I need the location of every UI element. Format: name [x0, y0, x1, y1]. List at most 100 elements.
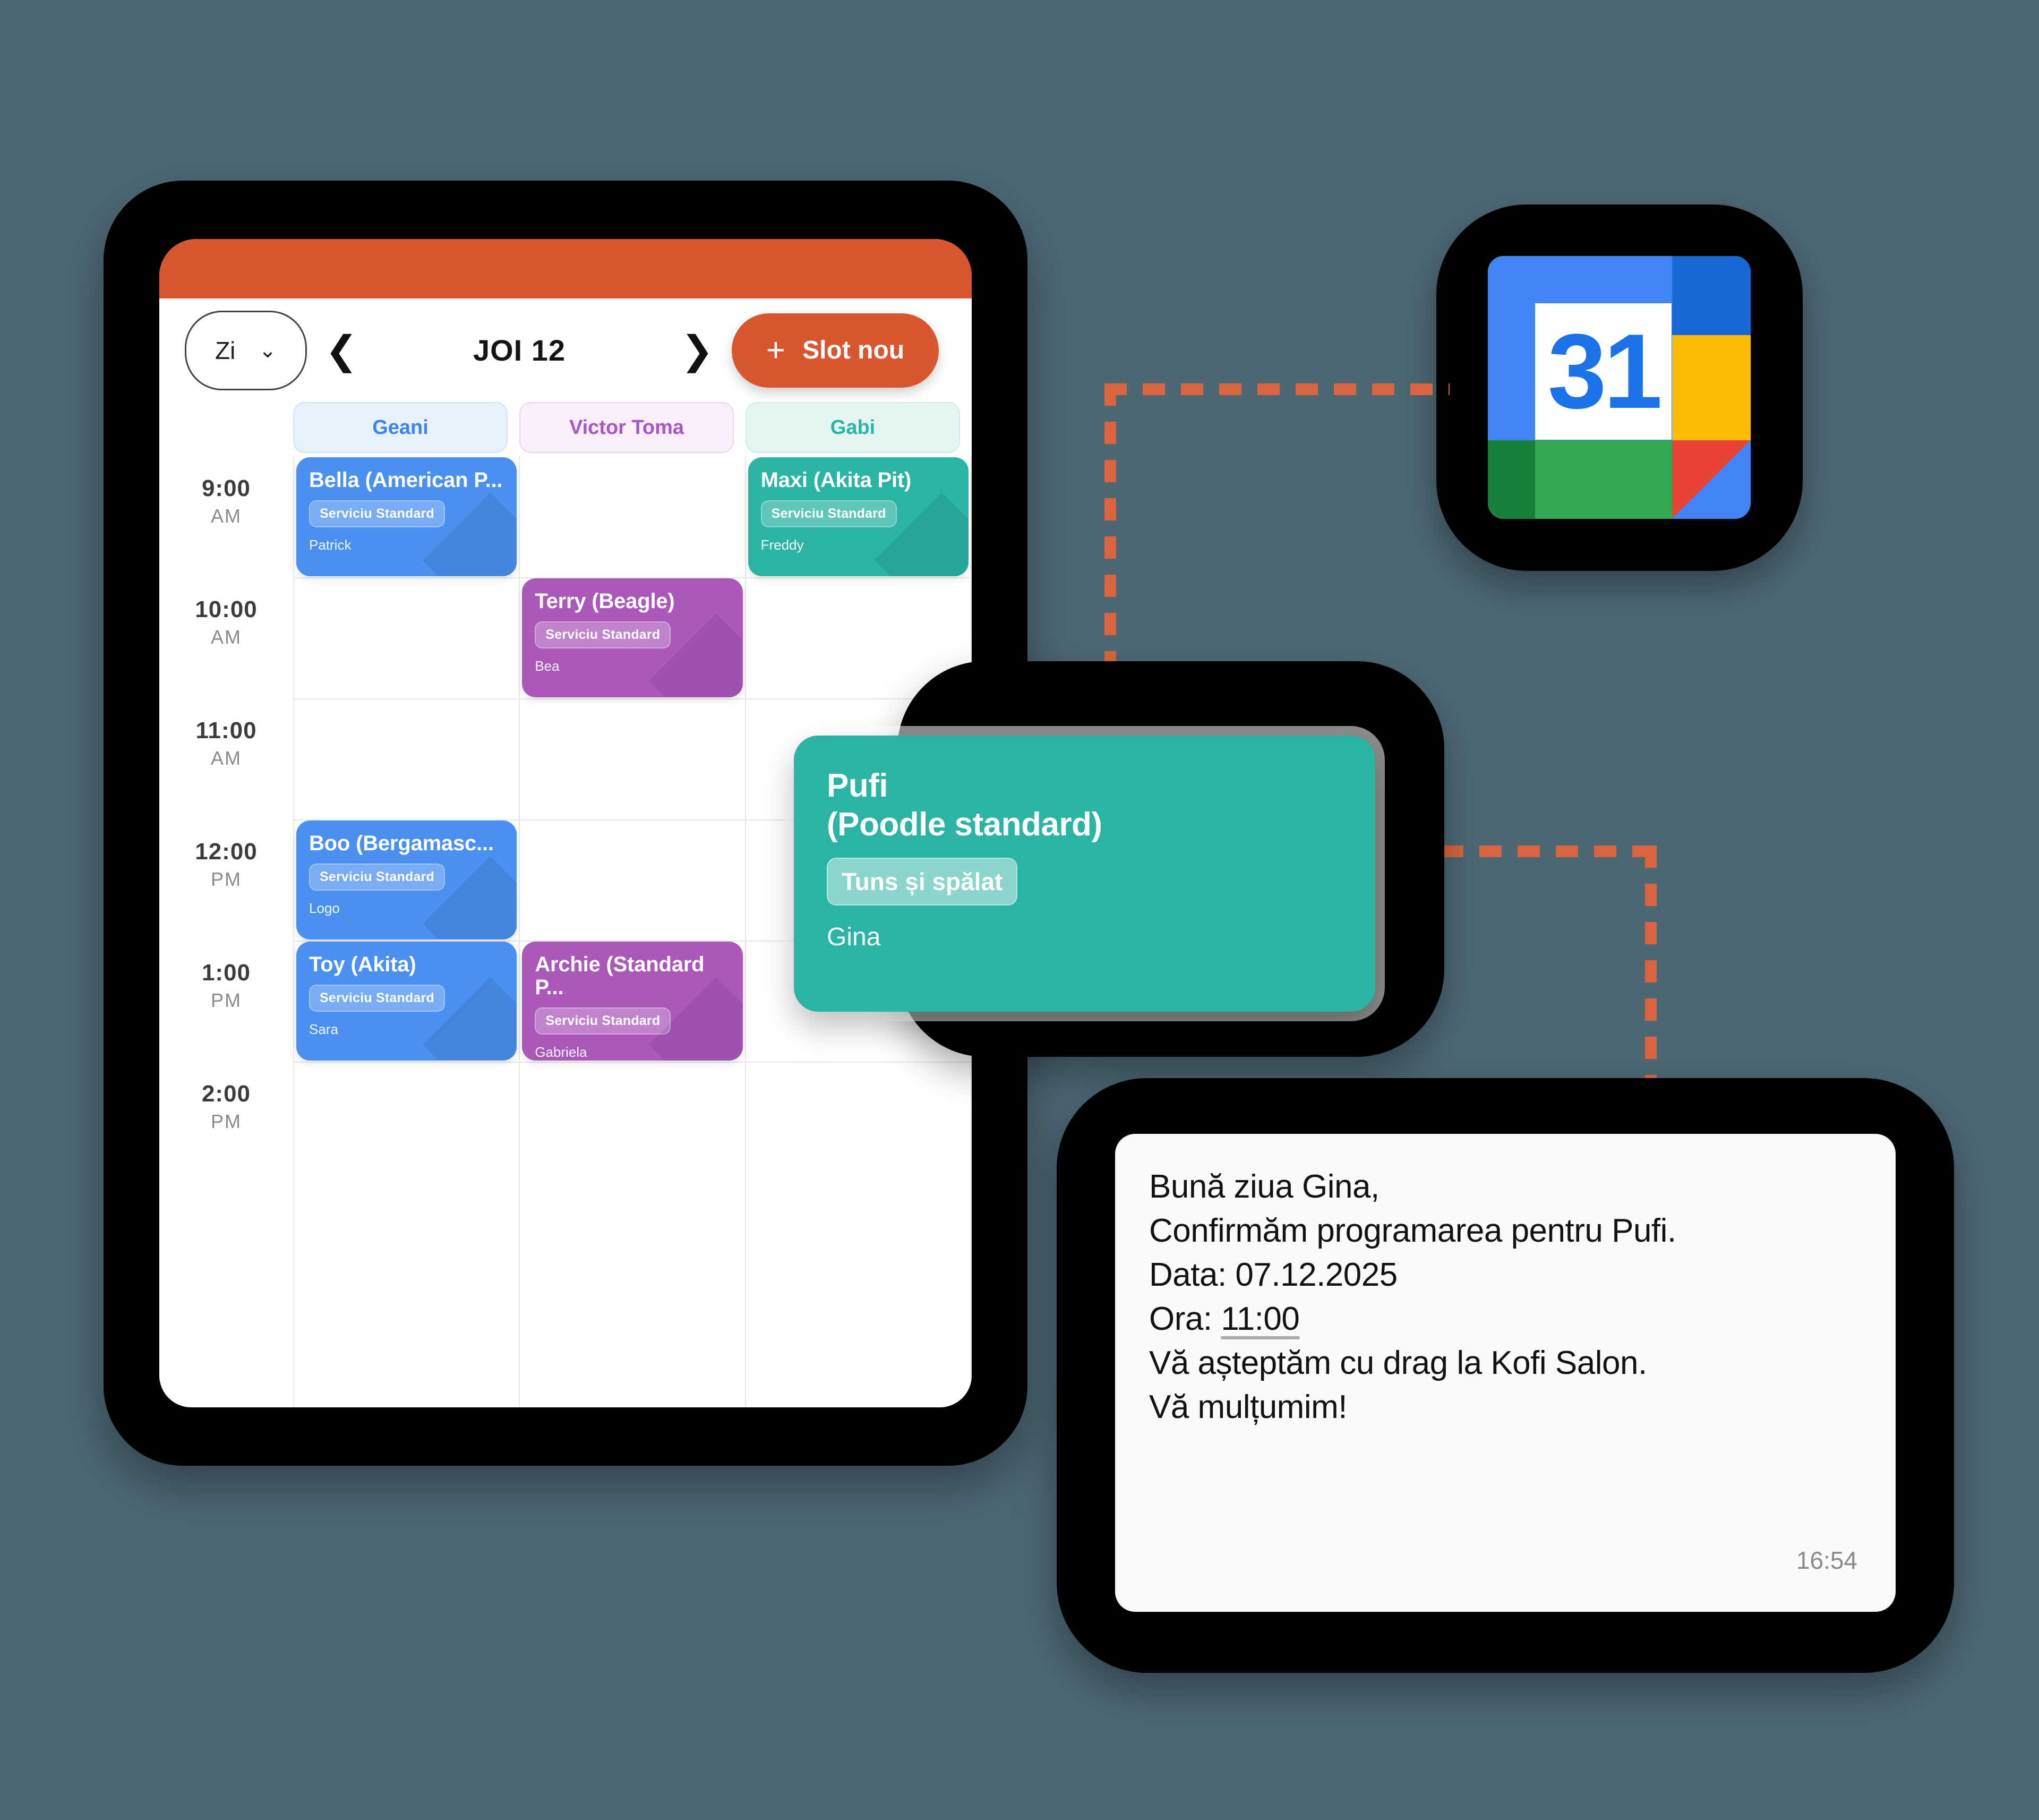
sms-timestamp: 16:54 [1796, 1546, 1857, 1574]
view-mode-label: Zi [215, 336, 236, 364]
chevron-down-icon: ⌄ [259, 338, 277, 362]
time-meridiem: AM [211, 747, 242, 769]
time-hour: 12:00 [195, 839, 258, 865]
event-owner-name: Freddy [760, 537, 804, 553]
sms-time-value: 11:00 [1221, 1301, 1300, 1338]
popup-service-badge: Tuns și spălat [827, 858, 1018, 906]
chevron-left-icon: ❮ [324, 328, 358, 372]
event-title: Maxi (Akita Pit) [760, 469, 912, 492]
sms-message-bubble: Bună ziua Gina,Confirmăm programarea pen… [1115, 1134, 1896, 1612]
staff-chip-geani[interactable]: Geani [293, 402, 508, 453]
event-owner-name: Gabriela [535, 1044, 587, 1061]
hour-gridline [746, 577, 971, 578]
google-calendar-icon[interactable]: 31 [1488, 256, 1751, 519]
popup-owner-name: Gina [827, 923, 881, 952]
hour-gridline [746, 698, 971, 699]
gcal-yellow-band [1672, 335, 1751, 440]
connector-calendar-to-gcal-vertical [1104, 383, 1116, 745]
time-meridiem: AM [211, 626, 242, 648]
hour-gridline [520, 698, 745, 699]
current-date-title: JOI 12 [473, 334, 566, 367]
view-mode-select[interactable]: Zi ⌄ [185, 310, 307, 390]
event-title: Toy (Akita) [309, 953, 416, 976]
staff-header-row: Geani Victor Toma Gabi [159, 402, 972, 456]
chevron-right-icon: ❯ [680, 328, 714, 372]
hour-gridline [746, 1062, 971, 1063]
hour-gridline [520, 941, 745, 942]
event-service-badge: Serviciu Standard [309, 500, 445, 528]
staff-chip-victor-toma[interactable]: Victor Toma [519, 402, 734, 453]
event-title: Terry (Beagle) [535, 590, 675, 613]
time-hour: 2:00 [201, 1081, 251, 1107]
staff-chip-gabi[interactable]: Gabi [746, 402, 960, 453]
staff-chip-label: Gabi [830, 416, 876, 439]
sms-message-text: Bună ziua Gina,Confirmăm programarea pen… [1149, 1165, 1862, 1429]
staff-chip-label: Geani [372, 416, 429, 439]
sms-line-date: Data: 07.12.2025 [1149, 1257, 1398, 1294]
new-slot-label: Slot nou [802, 336, 905, 364]
event-title: Boo (Bergamasc... [309, 832, 494, 855]
hour-gridline [520, 819, 745, 821]
time-hour: 9:00 [201, 475, 251, 501]
hour-gridline [520, 1062, 745, 1063]
gcal-darkgreen-corner [1488, 440, 1536, 519]
sms-line-thanks: Vă mulțumim! [1149, 1389, 1347, 1426]
app-top-bar [159, 239, 972, 298]
time-hour: 11:00 [195, 717, 257, 744]
time-meridiem: AM [211, 505, 242, 527]
event-service-badge: Serviciu Standard [309, 864, 445, 891]
event-service-badge: Serviciu Standard [309, 985, 445, 1012]
event-service-badge: Serviciu Standard [760, 500, 897, 528]
time-meridiem: PM [211, 989, 242, 1011]
sms-line-time: Ora: 11:00 [1149, 1301, 1300, 1338]
gcal-darkblue-corner [1672, 256, 1751, 335]
next-day-button[interactable]: ❯ [663, 328, 732, 373]
sms-device-frame: Bună ziua Gina,Confirmăm programarea pen… [1057, 1078, 1954, 1673]
hour-gridline [294, 698, 519, 699]
event-owner-name: Logo [309, 900, 340, 917]
sms-line-welcome: Vă așteptăm cu drag la Kofi Salon. [1149, 1345, 1647, 1382]
hour-gridline [520, 577, 745, 578]
hour-gridline [294, 941, 519, 942]
staff-chip-label: Victor Toma [569, 416, 684, 439]
time-hour: 1:00 [201, 960, 251, 986]
appointment-detail-popup[interactable]: Pufi (Poodle standard) Tuns și spălat Gi… [794, 736, 1375, 1012]
event-owner-name: Sara [309, 1021, 338, 1038]
connector-popup-to-sms-vertical [1645, 845, 1657, 1095]
event-owner-name: Bea [535, 658, 560, 674]
popup-pet-title: Pufi (Poodle standard) [827, 767, 1102, 843]
hour-gridline [294, 1062, 519, 1063]
event-owner-name: Patrick [309, 537, 352, 553]
hour-gridline [294, 819, 519, 821]
time-hour: 10:00 [195, 596, 258, 622]
time-meridiem: PM [211, 868, 242, 890]
event-title: Bella (American P... [309, 469, 503, 492]
sms-line-confirmation: Confirmăm programarea pentru Pufi. [1149, 1212, 1676, 1250]
previous-day-button[interactable]: ❮ [307, 328, 376, 373]
google-calendar-device-frame: 31 [1436, 204, 1803, 571]
plus-icon: + [766, 331, 786, 369]
time-meridiem: PM [211, 1110, 242, 1132]
calendar-toolbar: Zi ⌄ ❮ JOI 12 ❯ + Slot nou [159, 298, 972, 402]
event-service-badge: Serviciu Standard [535, 621, 671, 649]
event-title: Archie (Standard P... [535, 953, 705, 999]
new-slot-button[interactable]: + Slot nou [732, 313, 939, 388]
event-service-badge: Serviciu Standard [535, 1007, 671, 1035]
